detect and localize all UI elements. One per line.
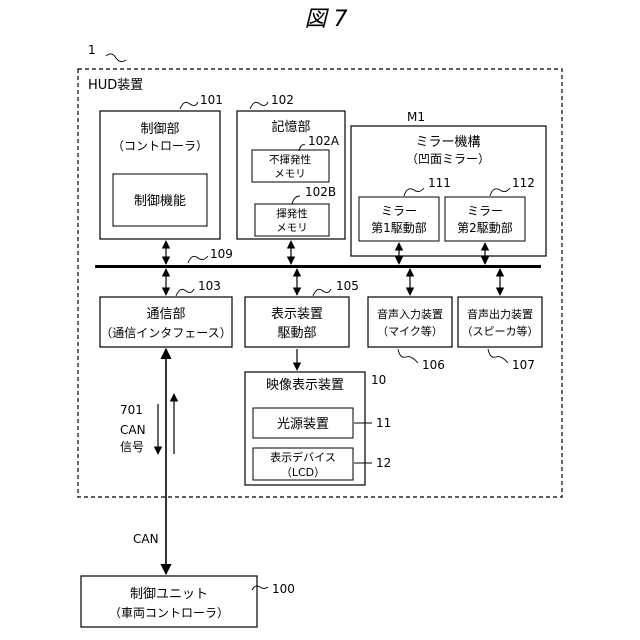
display-device-line1: 表示デバイス bbox=[270, 450, 336, 464]
comm-subtitle: （通信インタフェース） bbox=[100, 326, 231, 340]
comm-ref-leader bbox=[176, 289, 194, 296]
audio-output-ref-leader bbox=[488, 349, 508, 363]
hud-device-label: HUD装置 bbox=[88, 78, 143, 93]
mirror-mechanism-title: ミラー機構 bbox=[415, 135, 480, 150]
mirror-drive1-line2: 第1駆動部 bbox=[371, 220, 427, 235]
controller-ref-leader bbox=[180, 102, 198, 109]
image-display-ref: 10 bbox=[371, 373, 386, 387]
nonvolatile-memory-line2: メモリ bbox=[274, 168, 306, 180]
mirror-drive2-line1: ミラー bbox=[467, 204, 503, 218]
audio-output-box bbox=[458, 297, 542, 347]
system-bus-ref-leader bbox=[188, 256, 208, 263]
mirror-drive1-ref: 111 bbox=[428, 176, 451, 190]
controller-ref: 101 bbox=[200, 93, 223, 107]
comm-ref: 103 bbox=[198, 279, 221, 293]
volatile-memory-line1: 揮発性 bbox=[276, 207, 308, 220]
hud-device-ref-leader bbox=[106, 54, 126, 62]
system-bus bbox=[95, 265, 541, 268]
can-signal-line2: 信号 bbox=[120, 440, 144, 454]
system-bus-ref: 109 bbox=[210, 247, 233, 261]
control-function-label: 制御機能 bbox=[134, 194, 186, 209]
can-bus-label: CAN bbox=[133, 532, 159, 546]
light-source-ref: 11 bbox=[376, 416, 391, 430]
vehicle-controller-line2: （車両コントローラ） bbox=[109, 606, 229, 620]
can-signal-ref: 701 bbox=[120, 403, 143, 417]
audio-input-ref-leader bbox=[398, 349, 418, 363]
controller-title: 制御部 bbox=[140, 122, 179, 137]
display-driver-line1: 表示装置 bbox=[271, 307, 323, 322]
memory-ref-leader bbox=[250, 102, 268, 109]
audio-input-line2: （マイク等） bbox=[377, 324, 443, 338]
audio-input-line1: 音声入力装置 bbox=[377, 307, 443, 321]
display-driver-ref-leader bbox=[313, 289, 331, 296]
audio-output-ref: 107 bbox=[512, 358, 535, 372]
volatile-memory-line2: メモリ bbox=[276, 222, 308, 234]
audio-output-line2: （スピーカ等） bbox=[462, 324, 539, 338]
display-driver-ref: 105 bbox=[336, 279, 359, 293]
mirror-drive2-line2: 第2駆動部 bbox=[457, 220, 513, 235]
controller-subtitle: （コントローラ） bbox=[112, 139, 208, 153]
audio-output-line1: 音声出力装置 bbox=[467, 307, 533, 321]
image-display-label: 映像表示装置 bbox=[266, 378, 344, 393]
audio-input-box bbox=[368, 297, 452, 347]
audio-input-ref: 106 bbox=[422, 358, 445, 372]
hud-device-ref: 1 bbox=[88, 43, 96, 57]
vehicle-controller-ref: 100 bbox=[272, 582, 295, 596]
can-signal-line1: CAN bbox=[120, 423, 146, 437]
memory-ref: 102 bbox=[271, 93, 294, 107]
comm-title: 通信部 bbox=[146, 307, 185, 322]
mirror-mechanism-subtitle: （凹面ミラー） bbox=[406, 152, 490, 166]
mirror-mechanism-ref: M1 bbox=[407, 110, 425, 124]
nonvolatile-memory-line1: 不揮発性 bbox=[269, 153, 311, 166]
display-driver-line2: 駆動部 bbox=[277, 326, 316, 341]
display-device-ref: 12 bbox=[376, 456, 391, 470]
light-source-label: 光源装置 bbox=[277, 417, 329, 432]
mirror-drive2-ref: 112 bbox=[512, 176, 535, 190]
nonvolatile-memory-ref: 102A bbox=[308, 134, 340, 148]
figure-title: 図 7 bbox=[305, 7, 348, 32]
vehicle-controller-line1: 制御ユニット bbox=[130, 587, 208, 602]
display-device-line2: （LCD） bbox=[281, 466, 325, 479]
memory-label: 記憶部 bbox=[271, 119, 310, 135]
mirror-drive1-line1: ミラー bbox=[381, 204, 417, 218]
volatile-memory-ref: 102B bbox=[305, 185, 336, 199]
